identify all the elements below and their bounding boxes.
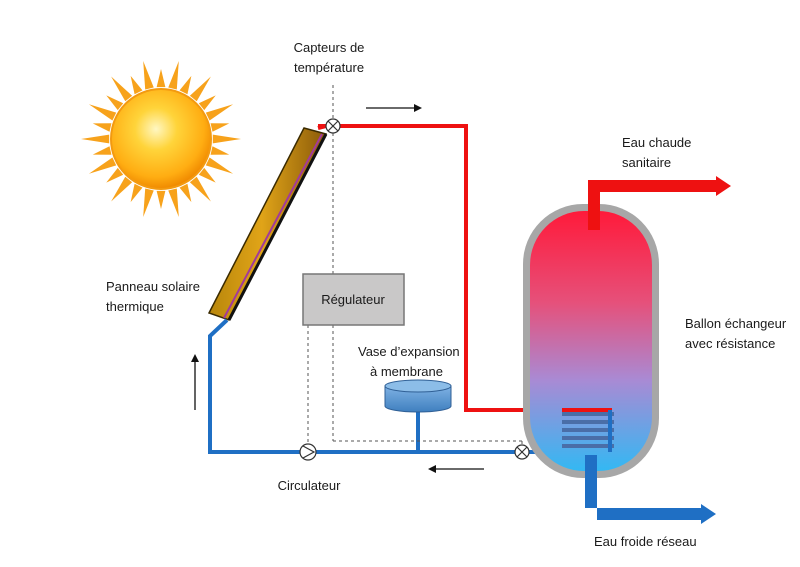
sun-ray [156,69,166,88]
sun-ray [189,176,211,202]
cold-water-label: Eau froide réseau [594,534,697,549]
sun-ray [156,190,166,209]
sun-ray [205,104,234,121]
hot-water-label: sanitaire [622,155,671,170]
hot-water-outlet-arrow [588,176,731,230]
hot-water-label: Eau chaude [622,135,691,150]
sun-ray [92,146,112,155]
crossed-circle-icon [514,444,530,460]
regulator-box: Régulateur [302,273,405,326]
sun-ray [111,176,133,202]
sun-ray [88,104,117,121]
panel-hot-outlet [317,124,327,130]
sun-ray [168,188,179,217]
sun-ray [198,95,216,111]
pump-circle-icon [299,443,317,461]
cold-pipe [208,318,612,454]
sun-ray [168,61,179,90]
sun-ray [88,157,117,174]
sun-ray [130,75,143,95]
circulator-label: Circulateur [278,478,342,493]
tank-label: Ballon échangeur [685,316,787,331]
storage-tank [523,204,659,478]
sun-ray [210,123,230,132]
tank-label: avec résistance [685,336,775,351]
sun-ray [92,123,112,132]
sun-ray [189,76,211,102]
sun-ray [179,75,192,95]
expansion-vessel-label: Vase d’expansion [358,344,460,359]
arrow-icon [191,354,199,410]
sensors-label: Capteurs de [294,40,365,55]
sun-ray [205,157,234,174]
sun-ray [179,183,192,203]
arrow-icon [366,104,422,112]
crossed-circle-icon [325,118,341,134]
regulator-label: Régulateur [321,292,385,307]
sun-ray [212,134,241,144]
sun-ray [130,183,143,203]
arrow-icon [428,465,484,473]
sun-ray [210,146,230,155]
solar-panel-label: thermique [106,299,164,314]
sun-ray [81,134,110,144]
sensor-wires [307,85,523,452]
expansion-vessel [384,379,452,413]
sun-ray [106,167,124,183]
solar-panel-label: Panneau solaire [106,279,200,294]
cold-water-inlet-arrow [585,455,716,524]
sun-ray [106,95,124,111]
sun-ray [111,76,133,102]
sensors-label: température [294,60,364,75]
heat-exchanger-coil [562,408,614,452]
sun-ray [143,188,154,217]
solar-panel [207,127,328,321]
sun-icon [81,61,241,217]
sun-ray [198,167,216,183]
sun-ray [143,61,154,90]
expansion-vessel-label: à membrane [370,364,443,379]
